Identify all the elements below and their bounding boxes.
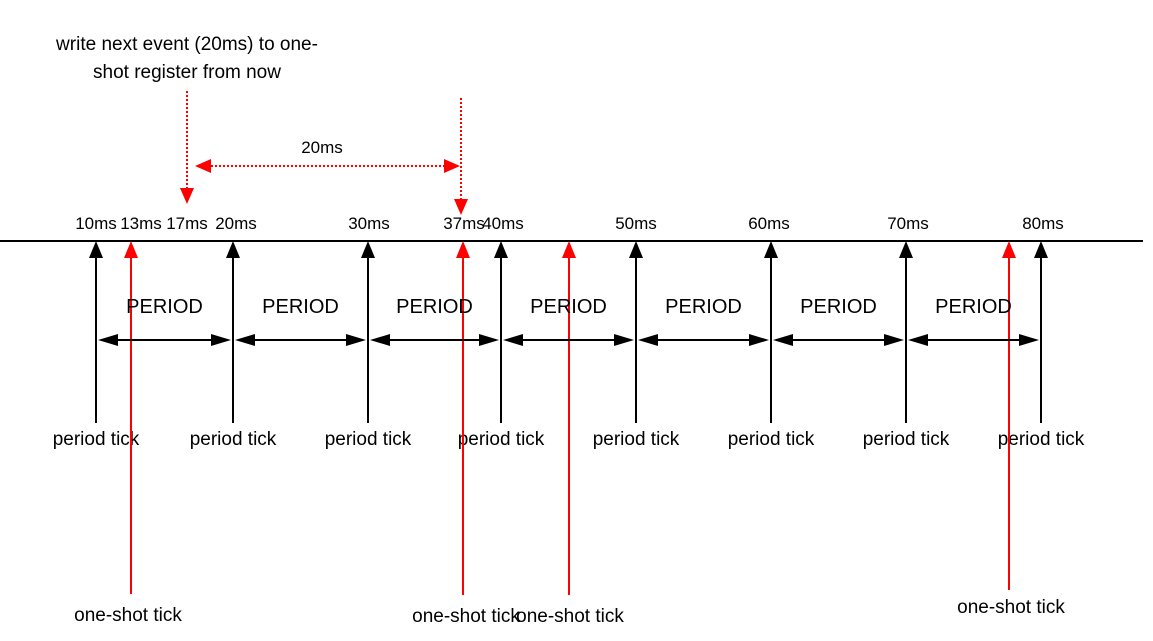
period-tick-label: period tick [52,429,140,450]
time-label: 80ms [1022,214,1064,233]
period-tick-label: period tick [457,429,545,450]
arrow-right-icon [884,334,904,346]
period-span-label: PERIOD [262,296,339,318]
time-label: 60ms [748,214,790,233]
arrow-up-icon [629,241,643,258]
time-label: 13ms [120,214,162,233]
period-tick-label: period tick [189,429,277,450]
arrow-right-icon [479,334,499,346]
period-tick-label: period tick [592,429,680,450]
arrow-left-icon [773,334,793,346]
arrow-left-icon [638,334,658,346]
one-shot-tick-shaft [1008,256,1010,590]
period-span-label: PERIOD [396,296,473,318]
one-shot-tick-label: one-shot tick [412,606,520,627]
arrow-up-icon [764,241,778,258]
time-label: 10ms [75,214,117,233]
annotation-line1: write next event (20ms) to one- [56,34,318,55]
time-label: 20ms [215,214,257,233]
write-event-annotation: write next event (20ms) to one- shot reg… [56,31,318,87]
period-tick-shaft [500,256,502,423]
arrow-left-icon [195,159,211,173]
period-span-label: PERIOD [530,296,607,318]
time-label: 37ms [443,214,485,233]
period-span-label: PERIOD [126,296,203,318]
arrow-left-icon [370,334,390,346]
period-tick-label: period tick [997,429,1085,450]
arrow-up-icon [562,241,576,258]
time-label: 50ms [615,214,657,233]
arrow-up-icon [899,241,913,258]
annotation-line2: shot register from now [93,62,281,83]
arrow-right-icon [444,159,460,173]
period-tick-label: period tick [324,429,412,450]
one-shot-tick-label: one-shot tick [516,606,624,627]
arrow-down-icon [180,188,194,204]
arrow-right-icon [211,334,231,346]
arrow-up-icon [494,241,508,258]
dotted-span-arrow-20ms [211,165,445,167]
arrow-left-icon [98,334,118,346]
one-shot-tick-shaft [130,256,132,594]
arrow-up-icon [226,241,240,258]
time-label: 70ms [887,214,929,233]
one-shot-tick-label: one-shot tick [74,605,182,626]
arrow-up-icon [1034,241,1048,258]
arrow-up-icon [1002,241,1016,258]
arrow-right-icon [1019,334,1039,346]
time-label: 30ms [348,214,390,233]
period-span-line [114,339,215,341]
period-span-label: PERIOD [935,296,1012,318]
period-tick-shaft [635,256,637,423]
arrow-right-icon [346,334,366,346]
arrow-up-icon [89,241,103,258]
time-label: 17ms [166,214,208,233]
span-20ms-label: 20ms [301,138,343,157]
period-tick-shaft [770,256,772,423]
period-tick-shaft [95,256,97,423]
one-shot-tick-label: one-shot tick [957,597,1065,618]
dotted-arrow-write-at-17ms [186,91,188,189]
period-tick-shaft [367,256,369,423]
period-span-line [251,339,350,341]
period-span-label: PERIOD [800,296,877,318]
period-span-line [924,339,1023,341]
arrow-up-icon [361,241,375,258]
period-span-line [519,339,618,341]
arrow-up-icon [124,241,138,258]
period-tick-shaft [1040,256,1042,423]
period-tick-shaft [232,256,234,423]
period-tick-label: period tick [727,429,815,450]
arrow-left-icon [908,334,928,346]
period-tick-shaft [905,256,907,423]
one-shot-tick-shaft [568,256,570,595]
one-shot-tick-shaft [462,256,464,595]
arrow-down-icon [454,199,468,215]
period-span-line [789,339,888,341]
period-span-line [654,339,753,341]
arrow-right-icon [749,334,769,346]
arrow-up-icon [456,241,470,258]
dotted-arrow-fire-at-37ms [460,98,462,200]
period-span-label: PERIOD [665,296,742,318]
arrow-left-icon [235,334,255,346]
arrow-right-icon [614,334,634,346]
time-label: 40ms [482,214,524,233]
period-tick-label: period tick [862,429,950,450]
period-span-line [386,339,483,341]
arrow-left-icon [503,334,523,346]
